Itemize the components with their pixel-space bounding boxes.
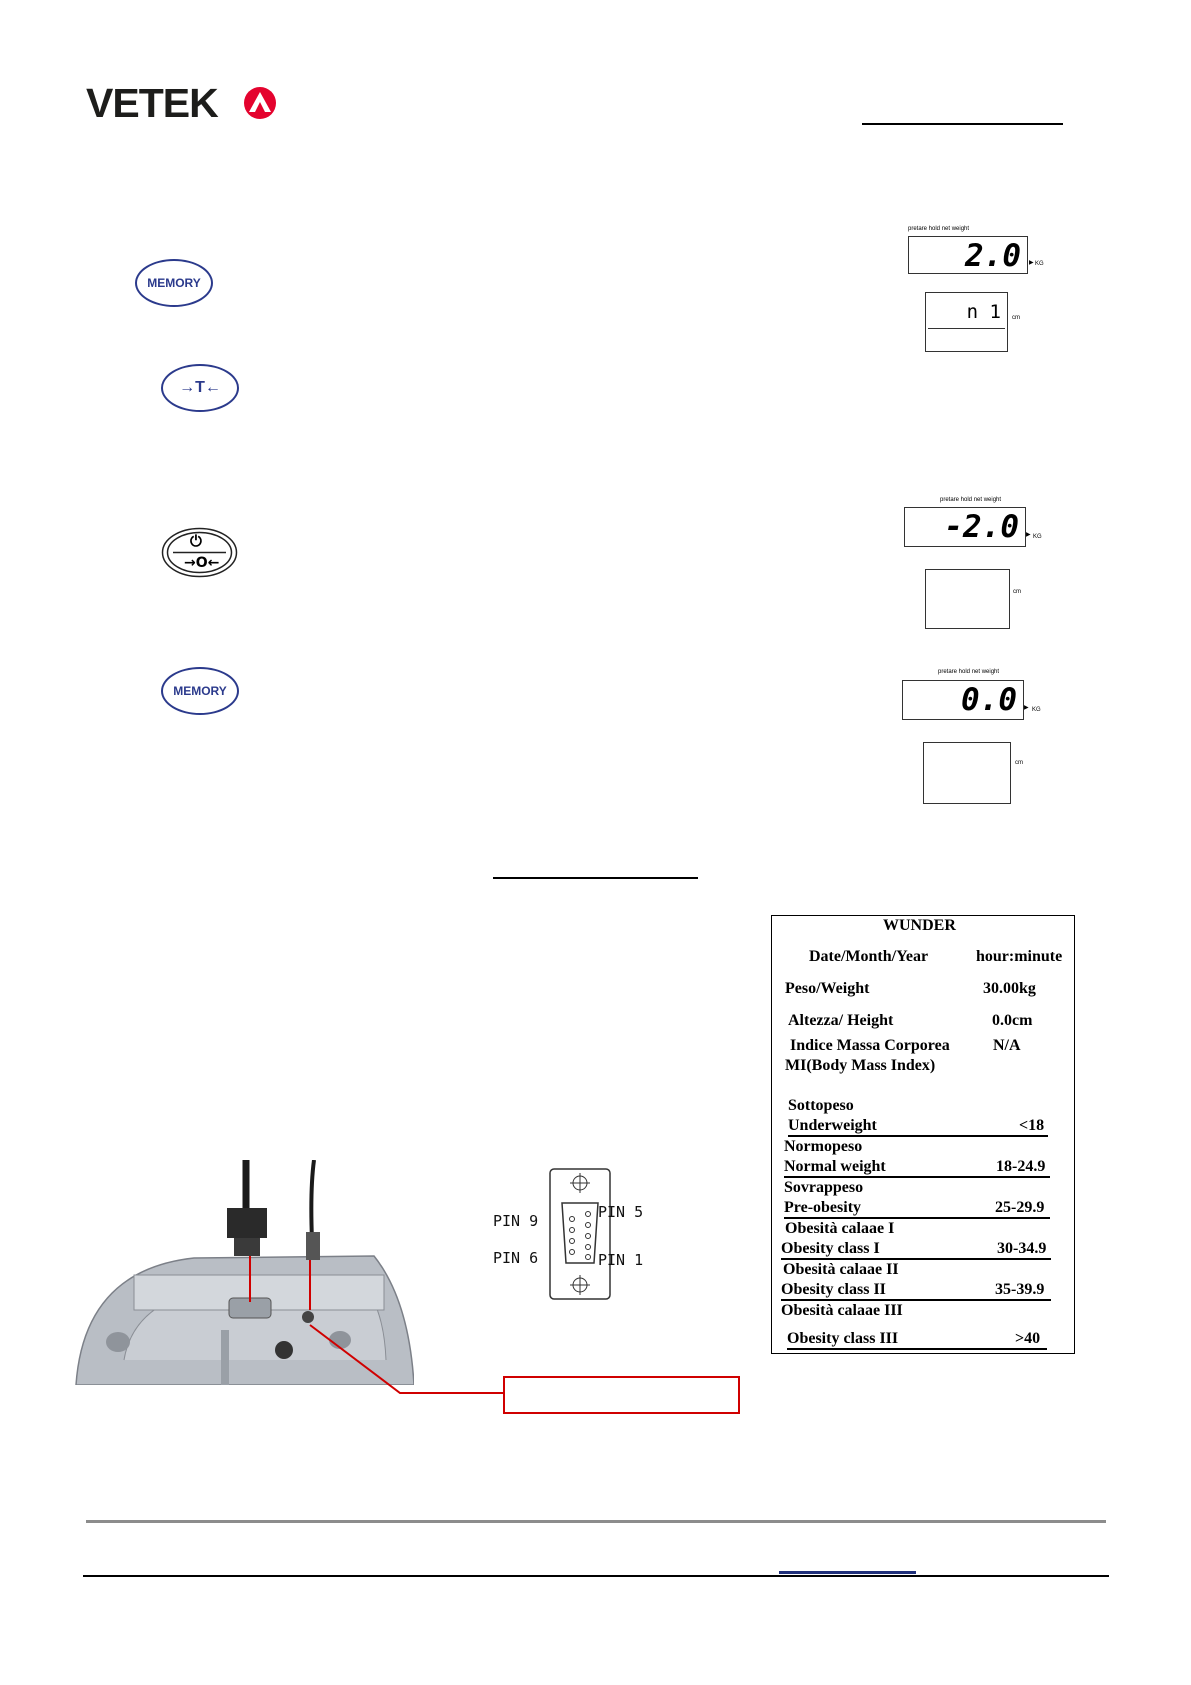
lcd-value: 0.0 bbox=[961, 682, 1017, 718]
ticket-bmi-value: N/A bbox=[993, 1037, 1021, 1054]
lcd-height-display-3: cm bbox=[923, 742, 1023, 804]
lcd-value: 2.0 bbox=[965, 238, 1021, 274]
ticket-weight-label: Peso/Weight bbox=[785, 980, 870, 997]
lcd-screen: 2.0 bbox=[908, 236, 1028, 274]
lcd-indicators: pretare hold net weight bbox=[938, 669, 1000, 675]
lcd-unit: KG bbox=[1032, 707, 1041, 713]
footer-rule-grey bbox=[86, 1520, 1106, 1523]
lcd-weight-display-2: pretare hold net weight ▲ ▲ -2.0 ▶ KG bbox=[888, 497, 1042, 552]
ticket-row-en: Underweight bbox=[788, 1117, 877, 1134]
ticket-row-it: Sottopeso bbox=[788, 1097, 854, 1114]
ticket-row-underline bbox=[787, 1348, 1047, 1350]
zero-symbol: →O← bbox=[184, 555, 220, 571]
lcd-screen: 0.0 bbox=[902, 680, 1024, 720]
lcd-indicators: pretare hold net weight bbox=[940, 497, 1002, 503]
ticket-bmi-label-1: Indice Massa Corporea bbox=[790, 1037, 950, 1054]
power-symbol: ⏻ bbox=[190, 532, 202, 550]
lcd-unit: KG bbox=[1033, 534, 1042, 540]
lcd-height-display-2: cm bbox=[925, 569, 1025, 629]
header-underline bbox=[862, 123, 1063, 125]
lcd-weight-display-3: pretare hold net weight 0.0 ▶ KG bbox=[886, 666, 1041, 721]
ticket-row-en: Obesity class III bbox=[787, 1330, 899, 1347]
lcd-value: -2.0 bbox=[944, 509, 1019, 545]
tare-key-icon: →T← bbox=[161, 364, 239, 412]
ticket-row-range: 18-24.9 bbox=[996, 1158, 1046, 1175]
memory-key-label: MEMORY bbox=[173, 684, 227, 698]
power-zero-key-icon: ⏻ →O← bbox=[161, 527, 238, 578]
lcd-height-display-1: n 1 cm bbox=[925, 292, 1025, 352]
ticket-row-it: Obesità calaae III bbox=[781, 1302, 903, 1319]
unit-arrow-icon: ▶ bbox=[1026, 532, 1031, 538]
ticket-row-range: >40 bbox=[1015, 1330, 1041, 1347]
ticket-height-value: 0.0cm bbox=[992, 1012, 1033, 1029]
lcd-screen: -2.0 bbox=[904, 507, 1026, 547]
footer-rule bbox=[83, 1575, 1109, 1577]
callout-red-box bbox=[503, 1376, 740, 1414]
ticket-row-en: Obesity class I bbox=[781, 1240, 880, 1257]
ticket-date-label: Date/Month/Year bbox=[809, 948, 929, 965]
pin6-label: PIN 6 bbox=[493, 1249, 539, 1267]
lcd-unit: KG bbox=[1035, 261, 1044, 267]
lcd-unit: cm bbox=[1013, 589, 1021, 595]
ticket-time-label: hour:minute bbox=[976, 948, 1063, 965]
memory-key-label: MEMORY bbox=[147, 276, 201, 290]
ticket-row-it: Obesità calaae II bbox=[783, 1261, 899, 1278]
lcd-screen bbox=[925, 569, 1010, 629]
ticket-title: WUNDER bbox=[883, 917, 956, 934]
pin9-label: PIN 9 bbox=[493, 1212, 539, 1230]
tare-key-label: →T← bbox=[179, 379, 221, 396]
ticket-row-en: Normal weight bbox=[784, 1158, 886, 1175]
memory-key-icon: MEMORY bbox=[161, 667, 239, 715]
vetek-logo-mark-icon bbox=[244, 87, 276, 119]
db9-connector-diagram: PIN 9 PIN 5 PIN 6 PIN 1 bbox=[480, 1165, 660, 1305]
ticket-row-underline bbox=[784, 1217, 1050, 1219]
ticket-row-range: <18 bbox=[1019, 1117, 1045, 1134]
printout-ticket: WUNDER Date/Month/Year hour:minute Peso/… bbox=[771, 915, 1075, 1354]
ticket-row-range: 25-29.9 bbox=[995, 1199, 1045, 1216]
ticket-row-it: Sovrappeso bbox=[784, 1179, 864, 1196]
ticket-row-underline bbox=[788, 1135, 1048, 1137]
ticket-row-underline bbox=[781, 1258, 1051, 1260]
lcd-weight-display-1: pretare hold net weight ▲ ▲ 2.0 ▶ KG bbox=[890, 226, 1044, 276]
ticket-row-en: Obesity class II bbox=[781, 1281, 886, 1298]
lcd-value: n 1 bbox=[966, 301, 1001, 323]
ticket-height-label: Altezza/ Height bbox=[788, 1012, 894, 1029]
lcd-separator bbox=[928, 328, 1005, 329]
lcd-indicators: pretare hold net weight bbox=[908, 226, 970, 232]
unit-arrow-icon: ▶ bbox=[1024, 705, 1029, 711]
ticket-row-underline bbox=[781, 1299, 1051, 1301]
lcd-screen: n 1 bbox=[925, 292, 1008, 352]
vetek-logo: VETEK bbox=[86, 83, 281, 124]
ticket-row-underline bbox=[784, 1176, 1050, 1178]
logo-text: VETEK bbox=[86, 80, 219, 126]
pin5-label: PIN 5 bbox=[598, 1203, 644, 1221]
section-heading-underline bbox=[493, 877, 698, 879]
ticket-weight-value: 30.00kg bbox=[983, 980, 1036, 997]
lcd-unit: cm bbox=[1012, 315, 1020, 321]
ticket-row-it: Normopeso bbox=[784, 1138, 863, 1155]
footer-link-underline bbox=[779, 1571, 916, 1574]
ticket-row-en: Pre-obesity bbox=[784, 1199, 862, 1216]
callout-leader-line bbox=[309, 1324, 504, 1394]
lcd-screen bbox=[923, 742, 1011, 804]
ticket-row-range: 35-39.9 bbox=[995, 1281, 1045, 1298]
pin1-label: PIN 1 bbox=[598, 1251, 644, 1269]
memory-key-icon: MEMORY bbox=[135, 259, 213, 307]
unit-arrow-icon: ▶ bbox=[1029, 260, 1034, 266]
ticket-row-range: 30-34.9 bbox=[997, 1240, 1047, 1257]
ticket-row-it: Obesità calaae I bbox=[785, 1220, 895, 1237]
lcd-unit: cm bbox=[1015, 760, 1023, 766]
ticket-bmi-label-2: MI(Body Mass Index) bbox=[785, 1057, 936, 1074]
